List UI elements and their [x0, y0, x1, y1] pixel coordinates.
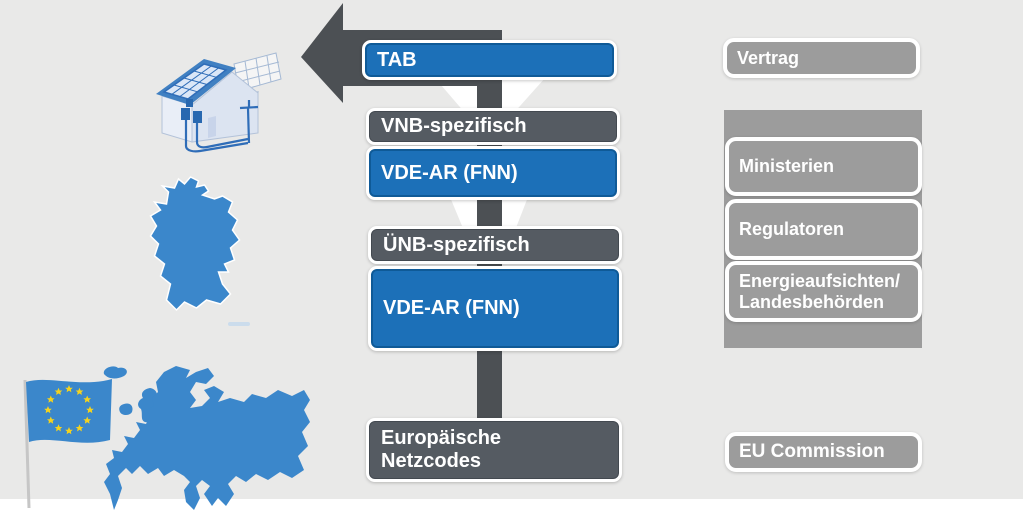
authority-box-energieaufsichten: Energieaufsichten/ Landesbehörden: [725, 261, 922, 322]
flow-connector-bar: [477, 30, 502, 420]
flow-box-vde-ar-fnn-1: VDE-AR (FNN): [366, 146, 620, 200]
flow-box-vde2-label: VDE-AR (FNN): [383, 297, 520, 319]
europe-map-icon: [103, 366, 310, 510]
authority-box-eu-commission: EU Commission: [725, 432, 922, 472]
flow-box-unb-spezifisch: ÜNB-spezifisch: [368, 226, 622, 264]
authority-ministerien-label: Ministerien: [739, 156, 835, 177]
footer-strip: [0, 499, 1023, 512]
authority-box-regulatoren: Regulatoren: [725, 199, 922, 260]
germany-map-icon: [149, 176, 241, 312]
flow-box-tab: TAB: [362, 40, 617, 80]
authority-regulatoren-label: Regulatoren: [739, 219, 845, 240]
flow-box-vnb-label: VNB-spezifisch: [381, 115, 527, 137]
map-watermark: [228, 322, 250, 326]
authority-energieaufsichten-label: Energieaufsichten/ Landesbehörden: [739, 270, 901, 312]
authority-box-vertrag: Vertrag: [723, 38, 920, 78]
flow-box-unb-label: ÜNB-spezifisch: [383, 233, 530, 256]
house-with-solar-panels-icon: [156, 52, 282, 153]
authority-vertrag-label: Vertrag: [737, 47, 800, 68]
authority-box-ministerien: Ministerien: [725, 137, 922, 196]
flow-box-vde1-label: VDE-AR (FNN): [381, 161, 518, 184]
eu-flag-icon: [23, 379, 112, 509]
flow-box-europaeische-netzcodes: Europäische Netzcodes: [366, 418, 622, 482]
authority-eu-commission-label: EU Commission: [739, 441, 885, 463]
flow-box-netzcodes-label: Europäische Netzcodes: [381, 427, 502, 472]
flow-box-vnb-spezifisch: VNB-spezifisch: [366, 108, 620, 145]
flow-box-vde-ar-fnn-2: VDE-AR (FNN): [368, 266, 622, 351]
flow-box-tab-label: TAB: [377, 48, 417, 71]
